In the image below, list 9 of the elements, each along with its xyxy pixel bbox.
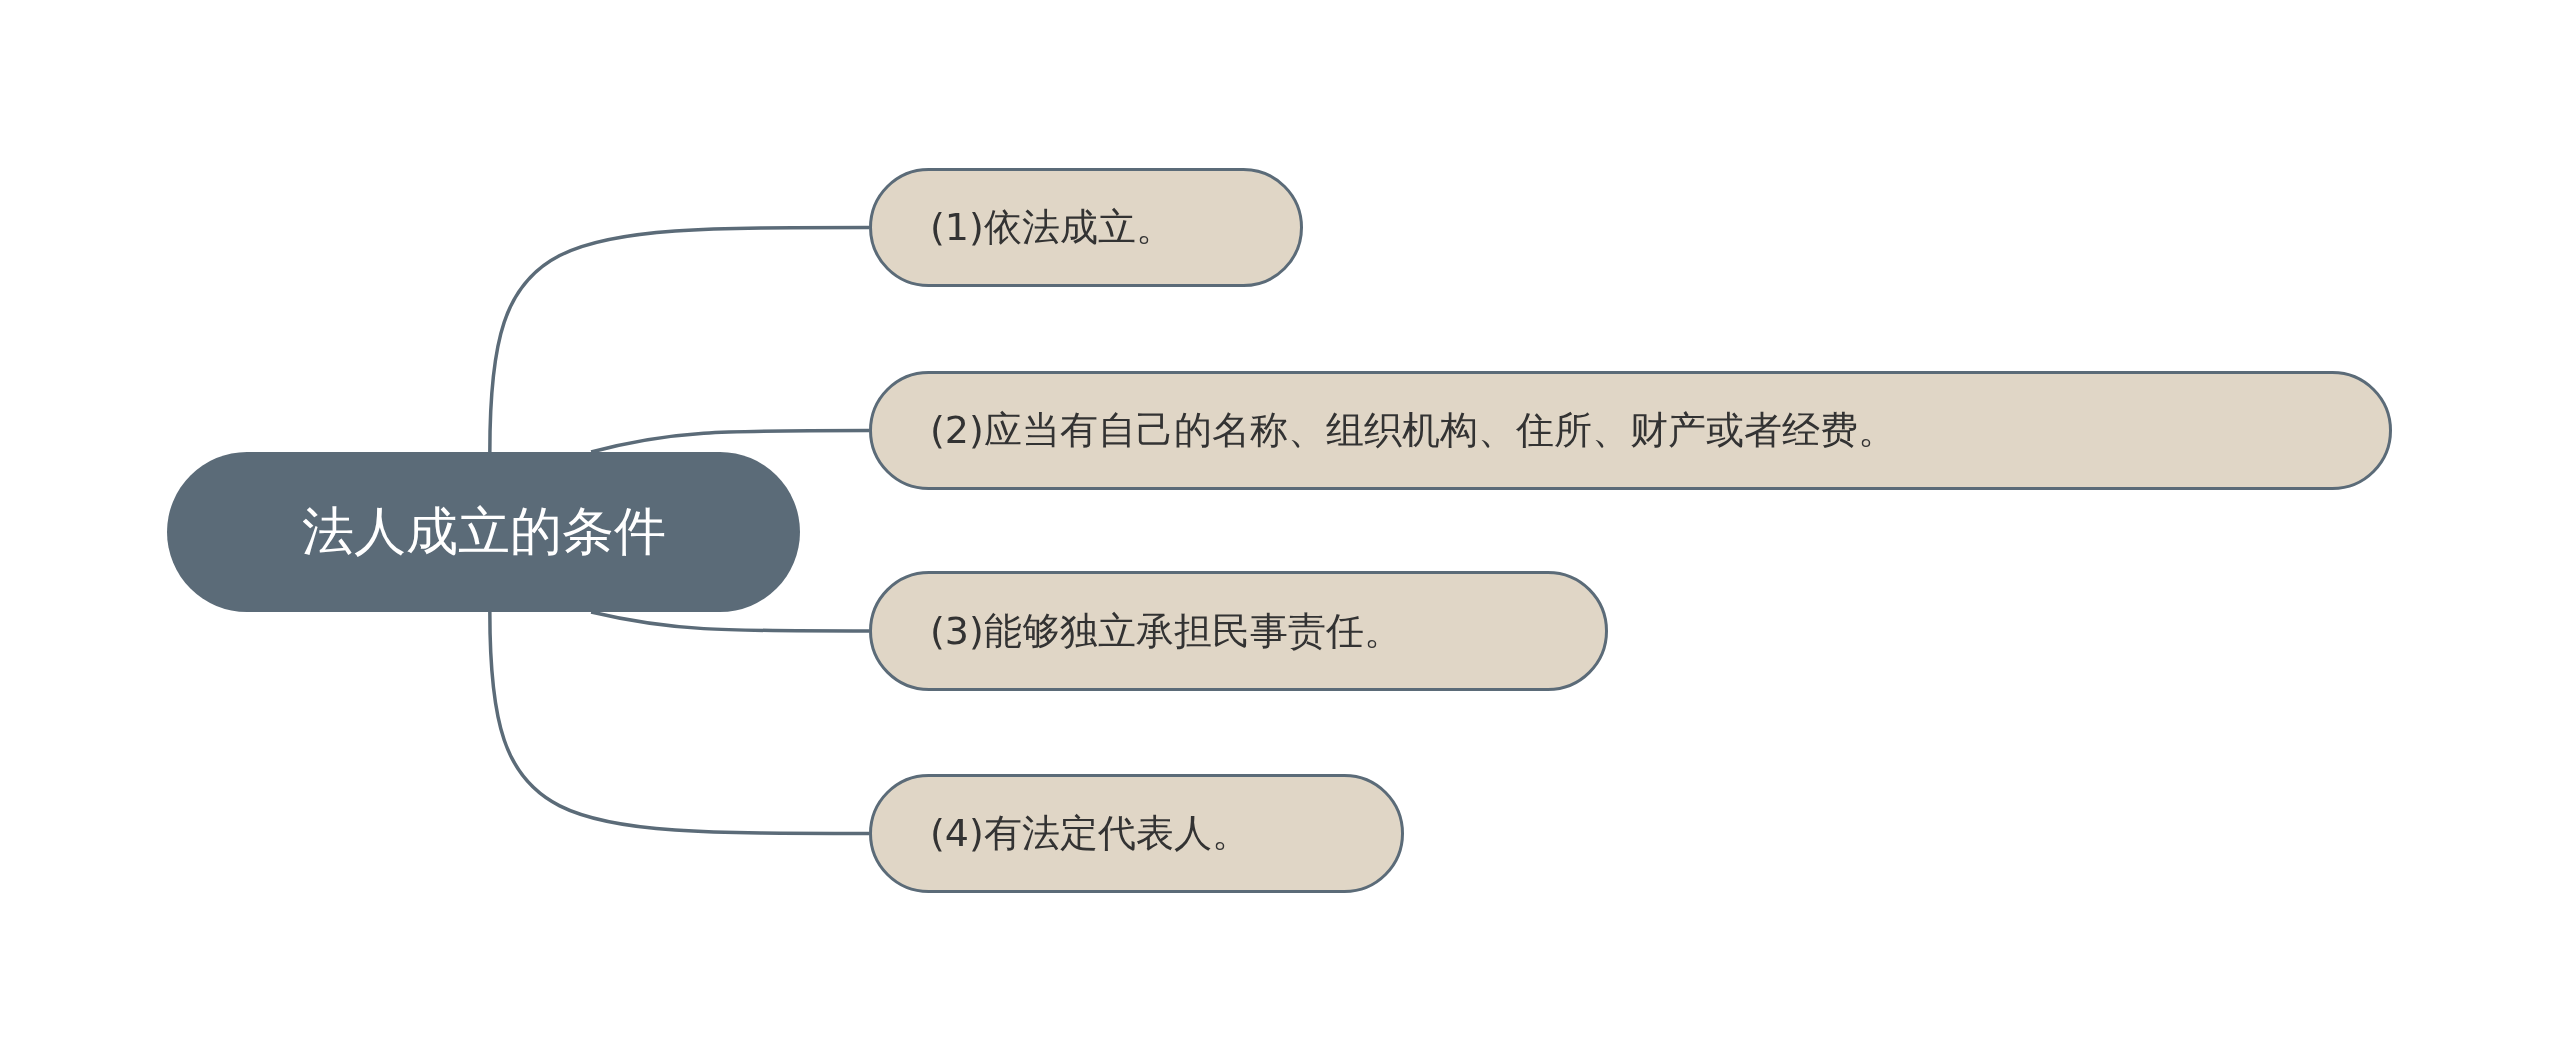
node-text: (4)有法定代表人。 (930, 810, 1250, 857)
connector-line (488, 225, 869, 453)
connector-line (590, 428, 869, 454)
connector-line (488, 611, 869, 836)
node-text: (2)应当有自己的名称、组织机构、住所、财产或者经费。 (930, 407, 1896, 454)
connector-line (590, 610, 869, 633)
node-text: (1)依法成立。 (930, 204, 1174, 251)
node-text: (3)能够独立承担民事责任。 (930, 607, 1402, 655)
node-text: 法人成立的条件 (301, 500, 666, 563)
